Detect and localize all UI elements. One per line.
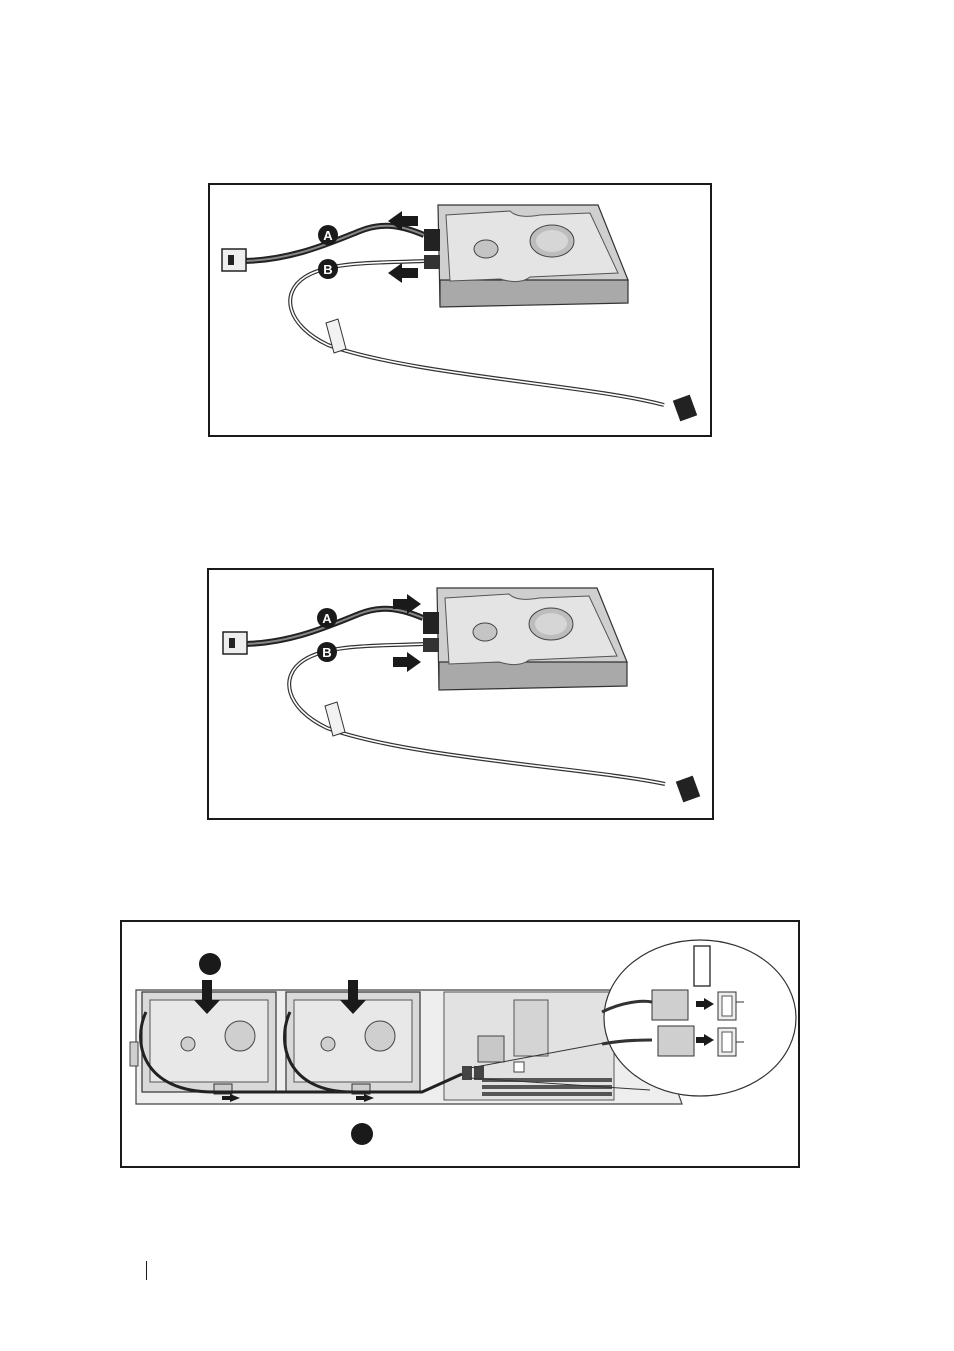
sata-plug (652, 990, 688, 1020)
memory-slots (482, 1078, 612, 1096)
callout-a-label: A (322, 611, 332, 626)
chipset (478, 1036, 504, 1062)
cable-tag (326, 319, 346, 353)
arrow-left-icon (388, 263, 418, 283)
arrow-right-icon (393, 652, 421, 672)
figure-disconnect-cables: A B (208, 183, 712, 437)
direction-arrows (388, 211, 418, 283)
figure-connect-cables: A B (207, 568, 714, 820)
callout-1 (199, 953, 221, 975)
hard-drive (424, 205, 628, 307)
illustration-connect: A B (209, 570, 712, 818)
footer-rule (146, 1261, 147, 1280)
direction-arrows (393, 594, 421, 672)
sata-connector (676, 776, 700, 803)
callout-a-label: A (323, 228, 333, 243)
callout-b: B (317, 642, 337, 662)
sata-connector (673, 395, 697, 422)
sata-plug (658, 1026, 694, 1056)
figure-install-drives (120, 920, 800, 1168)
cable-tag (325, 702, 345, 736)
port-outline (694, 946, 710, 986)
illustration-disconnect: A B (210, 185, 710, 435)
illustration-chassis (122, 922, 798, 1166)
magnified-connector-view (602, 940, 796, 1096)
callout-b-label: B (323, 262, 332, 277)
callout-b-label: B (322, 645, 331, 660)
callout-a: A (318, 225, 338, 245)
callout-b: B (318, 259, 338, 279)
callout-2 (351, 1123, 373, 1145)
hard-drive (423, 588, 627, 690)
callout-a: A (317, 608, 337, 628)
